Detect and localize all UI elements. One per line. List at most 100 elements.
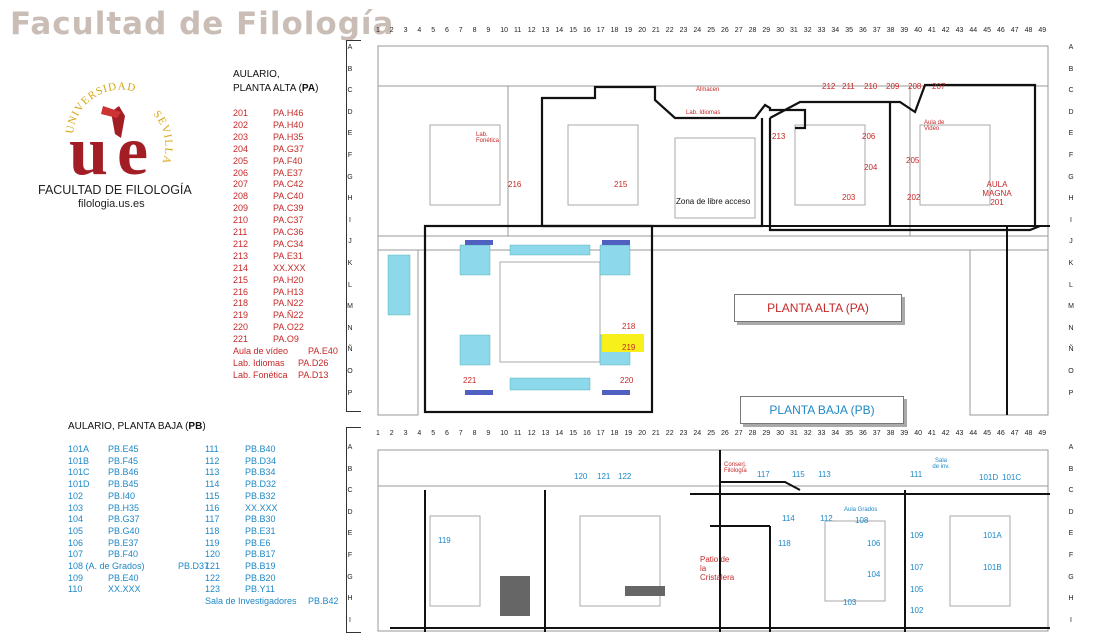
row-letter: A	[347, 44, 353, 51]
pa-room-number: 214	[233, 262, 249, 273]
column-number: 35	[845, 430, 853, 437]
column-number: 10	[500, 430, 508, 437]
pb-room-code: PB.H35	[108, 502, 140, 513]
pb-room-code: PB.F45	[108, 455, 139, 466]
row-letter: C	[1068, 487, 1074, 495]
label-conserjeria: Conserj. Filología	[724, 462, 747, 474]
pb-room-code: PB.E37	[108, 537, 139, 548]
column-number: 12	[527, 430, 536, 437]
pa-room-number: 205	[233, 155, 249, 166]
row-letter: N	[1068, 324, 1074, 332]
column-number: 3	[403, 27, 408, 34]
row-letter: E	[1068, 130, 1074, 138]
room-label-109: 109	[910, 531, 924, 540]
pa-room-code: PA.C36	[273, 227, 304, 237]
row-letter: F	[1068, 552, 1074, 559]
pa-room-number: 206	[233, 167, 249, 178]
column-number: 43	[955, 430, 964, 437]
column-number: 32	[803, 27, 812, 34]
column-number: 46	[997, 27, 1005, 34]
column-number: 37	[872, 430, 881, 437]
pb-room-number: 109	[68, 572, 84, 583]
pa-room-number: 209	[233, 203, 249, 214]
column-number: 5	[431, 430, 436, 437]
pa-extra-code: PA.E40	[308, 346, 338, 356]
row-letter: F	[1068, 152, 1074, 159]
row-letter: D	[347, 108, 353, 116]
room-label-103: 103	[843, 598, 857, 607]
column-number: 45	[983, 27, 991, 34]
row-letter: Ñ	[1068, 346, 1074, 354]
pb-room-number: 123	[205, 584, 221, 595]
room-label-120: 120	[574, 472, 588, 481]
column-number: 41	[928, 27, 936, 34]
column-number: 31	[790, 27, 798, 34]
room-label-106: 106	[867, 539, 881, 548]
room-label-101D: 101D	[979, 473, 999, 482]
column-number: 28	[748, 430, 757, 437]
row-letter: A	[347, 444, 353, 451]
aulario-pa-heading: AULARIO, PLANTA ALTA (PA)	[233, 68, 318, 96]
pa-room-code: PA.G37	[273, 143, 304, 154]
column-number: 42	[941, 27, 950, 34]
pb-room-code: PB.B34	[245, 467, 276, 478]
column-number: 33	[817, 430, 826, 437]
column-number: 46	[997, 430, 1005, 437]
column-number: 4	[417, 430, 422, 437]
row-letter: B	[1068, 65, 1074, 73]
pb-room-code: XX.XXX	[108, 584, 141, 595]
pb-room-code: PB.D34	[245, 455, 277, 466]
pa-room-code: PA.F40	[273, 155, 303, 166]
row-letter: Ñ	[347, 346, 353, 354]
pb-extra-code: PB.B42	[308, 596, 339, 607]
column-number: 34	[831, 27, 840, 34]
room-label-209: 209	[886, 82, 900, 91]
column-number: 42	[941, 430, 950, 437]
pa-room-number: 212	[233, 238, 249, 249]
pb-room-number: 108 (A. de Grados)	[68, 561, 145, 571]
aulario-pa-title-1: AULARIO,	[233, 69, 280, 80]
row-letter: B	[347, 465, 353, 473]
column-number: 10	[500, 27, 508, 34]
pa-room-code: PA.C37	[273, 215, 304, 226]
pb-room-number: 115	[205, 490, 220, 501]
room-label-101A: 101A	[983, 531, 1002, 540]
faculty-url[interactable]: filologia.us.es	[78, 198, 145, 210]
column-number: 15	[569, 430, 577, 437]
label-aula-video: Aula de Video	[924, 120, 945, 132]
room-label-207: 207	[932, 82, 946, 91]
room-label-210: 210	[864, 82, 878, 91]
row-letter: D	[1068, 108, 1074, 116]
row-letter: C	[347, 487, 353, 495]
row-letter: I	[349, 616, 351, 624]
column-number: 36	[859, 430, 867, 437]
pb-room-code: PB.E6	[245, 537, 271, 548]
room-label-219: 219	[622, 343, 636, 352]
pa-room-code: PA.E31	[273, 250, 303, 261]
row-letter: I	[349, 216, 351, 224]
pb-room-number: 101A	[68, 444, 90, 454]
column-number: 27	[734, 27, 743, 34]
column-number: 37	[872, 27, 881, 34]
room-label-206: 206	[862, 132, 876, 141]
row-letter: N	[347, 324, 353, 332]
row-letter: G	[1068, 573, 1074, 581]
logo-arc-right: SEVILLA	[151, 108, 174, 166]
floor-plan-lower	[377, 449, 1050, 632]
pa-room-number: 220	[233, 322, 249, 333]
pb-room-number: 112	[205, 455, 220, 466]
label-planta-alta: PLANTA ALTA (PA)	[734, 294, 902, 322]
university-logo: UNIVERSIDAD SEVILLA u e	[64, 81, 174, 182]
row-letter: A	[1068, 444, 1074, 451]
label-aula-magna: AULA MAGNA 201	[982, 180, 1012, 207]
room-label-104: 104	[867, 570, 881, 579]
room-label-215: 215	[614, 180, 628, 189]
column-number: 22	[665, 430, 674, 437]
column-number: 45	[983, 430, 991, 437]
row-letter: C	[1068, 87, 1074, 95]
aulario-pa-title-2: PLANTA ALTA (	[233, 83, 302, 94]
pa-room-number: 202	[233, 119, 249, 130]
room-label-105: 105	[910, 585, 924, 594]
pb-room-number: 122	[205, 572, 221, 583]
